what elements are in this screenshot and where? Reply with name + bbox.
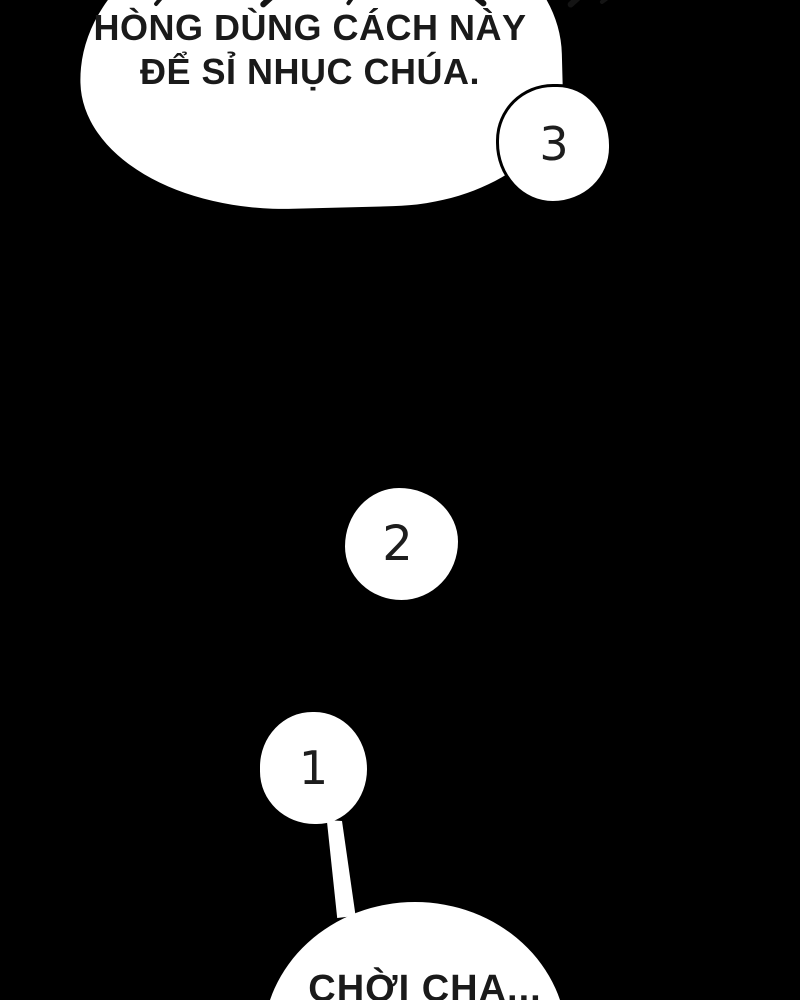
- panel-number-badge-3: 3: [496, 84, 612, 204]
- panel-number-badge-1: 1: [257, 709, 370, 827]
- speech-text-top: HÒNG DÙNG CÁCH NÀY ĐỂ SỈ NHỤC CHÚA.: [75, 6, 545, 94]
- clipped-letter-fragment: [599, 0, 609, 5]
- speech-line: ĐỂ SỈ NHỤC CHÚA.: [139, 51, 480, 92]
- panel-number-label: 1: [298, 741, 329, 795]
- speech-line: HÒNG DÙNG CÁCH NÀY: [93, 7, 527, 48]
- speech-text-bottom: CHỜI CHA...: [308, 968, 542, 1000]
- clipped-letter-fragment: [566, 0, 582, 9]
- panel-number-label: 2: [382, 516, 413, 572]
- panel-number-label: 3: [539, 117, 569, 171]
- panel-number-badge-2: 2: [342, 485, 461, 603]
- speech-bubble-tail: [326, 820, 356, 918]
